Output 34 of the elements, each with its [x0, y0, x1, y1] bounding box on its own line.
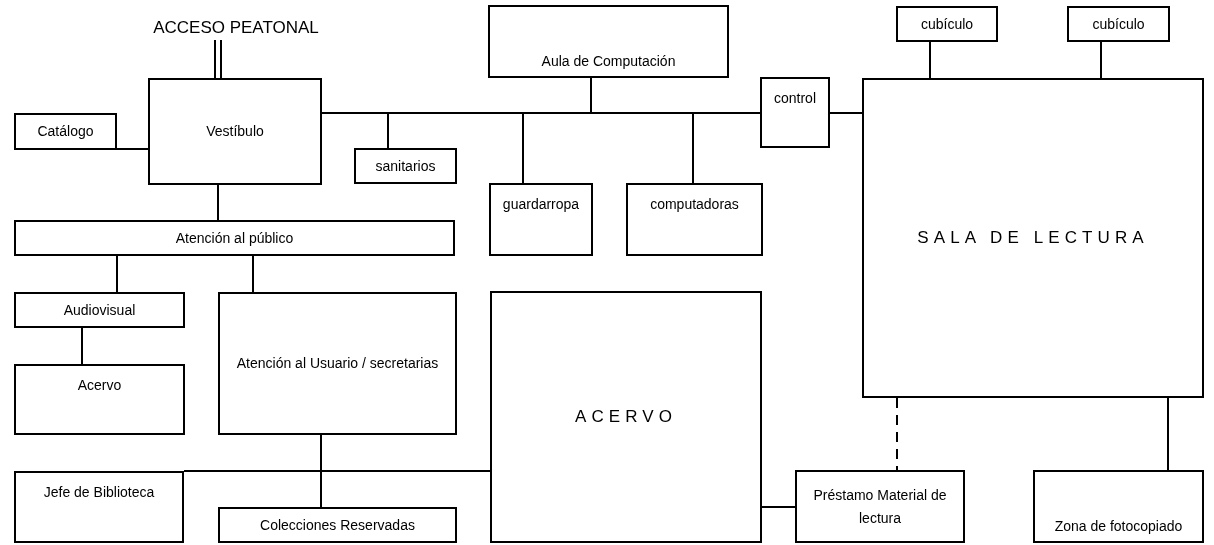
connector-line: [1167, 397, 1169, 471]
room-box: control: [760, 77, 830, 148]
room-box: cubículo: [1067, 6, 1170, 42]
connector-line: [81, 327, 83, 365]
room-box: Catálogo: [14, 113, 117, 150]
room-box: Aula de Computación: [488, 5, 729, 78]
connector-line: [217, 184, 219, 221]
room-box: Vestíbulo: [148, 78, 322, 185]
connector-line: [183, 470, 491, 472]
double-line-connector: [214, 39, 222, 79]
room-box: Atención al público: [14, 220, 455, 256]
connector-line: [1100, 41, 1102, 79]
room-box: Atención al Usuario / secretarias: [218, 292, 457, 435]
room-box: Acervo: [14, 364, 185, 435]
room-box: ACERVO: [490, 291, 762, 543]
connector-line: [896, 397, 898, 471]
connector-line: [929, 41, 931, 79]
connector-line: [320, 434, 322, 508]
room-box: Jefe de Biblioteca: [14, 471, 184, 543]
room-box: computadoras: [626, 183, 763, 256]
connector-line: [829, 112, 863, 114]
room-box: guardarropa: [489, 183, 593, 256]
connector-line: [761, 506, 796, 508]
room-box: Colecciones Reservadas: [218, 507, 457, 543]
connector-line: [116, 255, 118, 293]
room-box: cubículo: [896, 6, 998, 42]
room-box: Zona de fotocopiado: [1033, 470, 1204, 543]
room-box: Audiovisual: [14, 292, 185, 328]
connector-line: [252, 255, 254, 293]
entrance-label: ACCESO PEATONAL: [140, 16, 332, 40]
room-box: Préstamo Material de lectura: [795, 470, 965, 543]
room-box: SALA DE LECTURA: [862, 78, 1204, 398]
room-box: sanitarios: [354, 148, 457, 184]
connector-line: [116, 148, 149, 150]
